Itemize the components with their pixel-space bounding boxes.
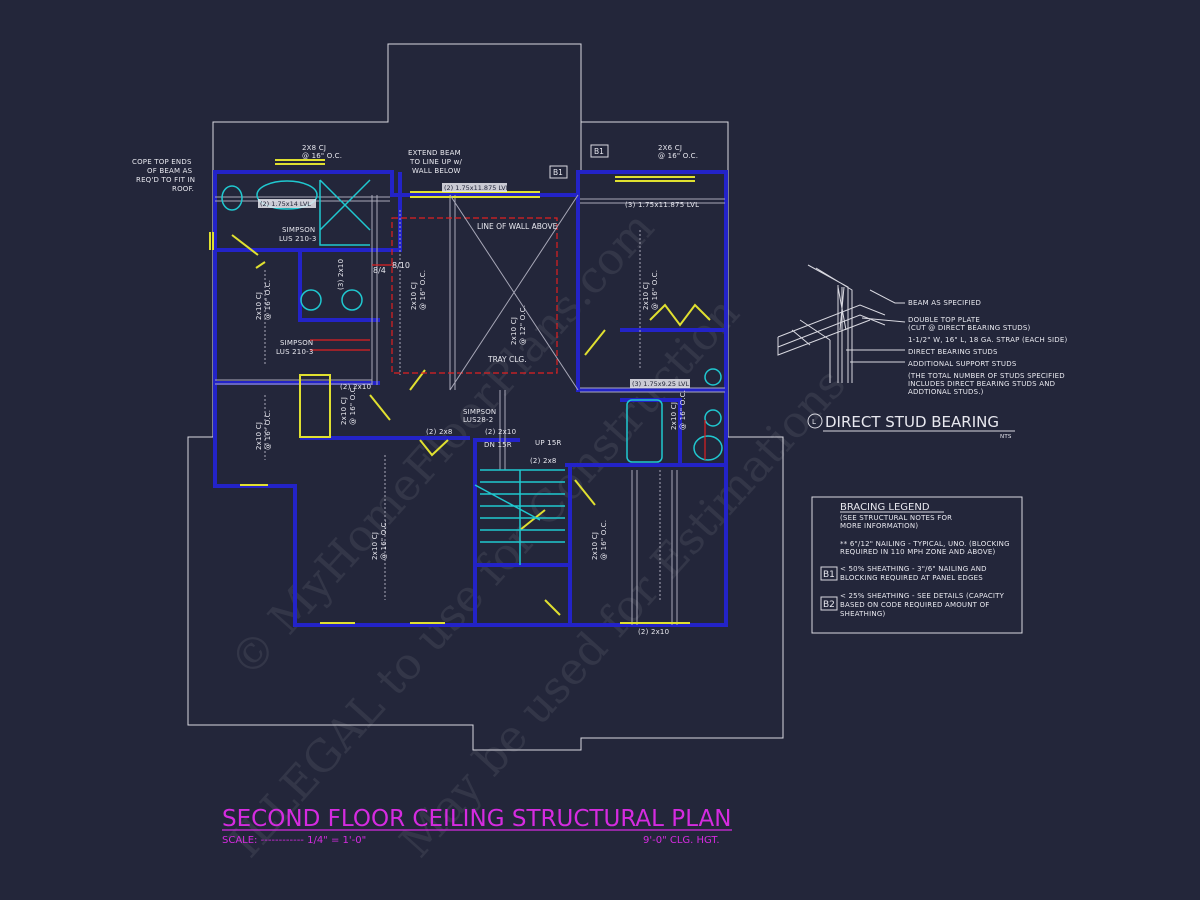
label-cj: @ 16" O.C. xyxy=(264,280,272,320)
bracing-tag-b1: B1 xyxy=(553,168,563,177)
label-lvl: (3) 1.75x11.875 LVL xyxy=(625,201,699,209)
label-cj: 2x10 CJ xyxy=(255,292,263,320)
label-stair-dn: DN 15R xyxy=(484,441,512,449)
legend-text: < 25% SHEATHING - SEE DETAILS (CAPACITY xyxy=(840,592,1005,600)
windows-doors xyxy=(209,159,711,624)
legend-text: (SEE STRUCTURAL NOTES FOR xyxy=(840,514,952,522)
label-cj: 2x10 CJ xyxy=(255,422,263,450)
label-cj: @ 16" O.C. xyxy=(419,270,427,310)
label-cj: @ 16" O.C. xyxy=(600,520,608,560)
red-hatch xyxy=(310,264,706,460)
bracing-legend: BRACING LEGEND (SEE STRUCTURAL NOTES FOR… xyxy=(811,496,1023,634)
ceiling-height: 9'-0" CLG. HGT. xyxy=(643,835,720,846)
label-lvl: (3) 1.75x9.25 LVL xyxy=(632,380,689,388)
label-header: (2) 2x10 xyxy=(638,628,669,636)
tray-ceiling-outline xyxy=(391,217,558,374)
detail-label: ADDITIONAL SUPPORT STUDS xyxy=(908,360,1017,368)
legend-text: BLOCKING REQUIRED AT PANEL EDGES xyxy=(840,574,983,582)
detail-label: INCLUDES DIRECT BEARING STUDS AND xyxy=(908,380,1055,388)
detail-isometric-drawing xyxy=(777,264,906,383)
label-header: (2) 2x8 xyxy=(530,457,557,465)
label-ratio: 8/4 xyxy=(373,266,386,275)
detail-title: DIRECT STUD BEARING xyxy=(825,413,999,431)
label-stair-up: UP 15R xyxy=(535,439,562,447)
label-cj: @ 16" O.C. xyxy=(658,152,698,160)
plan-scale: SCALE: ------------ 1/4" = 1'-0" xyxy=(222,835,366,846)
label-cj: 2x10 CJ xyxy=(340,397,348,425)
detail-label: DIRECT BEARING STUDS xyxy=(908,348,998,356)
label-cj: 2X6 CJ xyxy=(658,144,682,152)
label-cj: @ 16" O.C. xyxy=(302,152,342,160)
detail-label: BEAM AS SPECIFIED xyxy=(908,299,981,307)
roof-outline xyxy=(187,43,784,751)
note-cope: ROOF. xyxy=(172,185,194,193)
detail-label: 1-1/2" W, 16" L, 18 GA. STRAP (EACH SIDE… xyxy=(908,336,1067,344)
label-simpson: SIMPSON xyxy=(282,226,315,234)
detail-nts: NTS xyxy=(1000,434,1012,440)
label-cj: 2x10 CJ xyxy=(510,317,518,345)
label-header: (2) 2x10 xyxy=(485,428,516,436)
note-cope: OF BEAM AS xyxy=(147,167,193,175)
joist-arrows xyxy=(264,210,661,600)
plan-title-block: SECOND FLOOR CEILING STRUCTURAL PLAN SCA… xyxy=(222,806,732,846)
label-header: (2) 2x10 xyxy=(340,383,371,391)
plan-title: SECOND FLOOR CEILING STRUCTURAL PLAN xyxy=(222,806,732,832)
label-cj: @ 12" O.C. xyxy=(519,305,527,345)
legend-b2-tag: B2 xyxy=(823,600,835,610)
fixtures xyxy=(221,179,723,565)
label-cj: 2x10 CJ xyxy=(410,282,418,310)
legend-b1-tag: B1 xyxy=(823,570,835,580)
note-extend-beam: TO LINE UP w/ xyxy=(409,158,463,166)
label-line-of-wall: LINE OF WALL ABOVE xyxy=(477,222,558,231)
plan-annotations: COPE TOP ENDS OF BEAM AS REQ'D TO FIT IN… xyxy=(132,144,699,636)
detail-label: (CUT @ DIRECT BEARING STUDS) xyxy=(908,324,1031,332)
label-simpson: SIMPSON xyxy=(280,339,313,347)
detail-label: (THE TOTAL NUMBER OF STUDS SPECIFIED xyxy=(908,372,1065,380)
legend-text: < 50% SHEATHING - 3"/6" NAILING AND xyxy=(840,565,987,573)
label-simpson: LUS 210-3 xyxy=(276,348,313,356)
legend-text: ** 6"/12" NAILING - TYPICAL, UNO. (BLOCK… xyxy=(840,540,1010,548)
note-extend-beam: EXTEND BEAM xyxy=(408,149,461,157)
detail-callout: L xyxy=(812,418,816,426)
label-cj: @ 16" O.C. xyxy=(264,410,272,450)
label-simpson: LUS 210-3 xyxy=(279,235,316,243)
note-extend-beam: WALL BELOW xyxy=(412,167,461,175)
detail-label: DOUBLE TOP PLATE xyxy=(908,316,980,324)
bracing-tag-b1: B1 xyxy=(594,147,604,156)
note-cope: COPE TOP ENDS xyxy=(132,158,192,166)
label-cj: @ 16" O.C. xyxy=(349,385,357,425)
legend-text: MORE INFORMATION) xyxy=(840,522,918,530)
label-lvl: (2) 1.75x14 LVL xyxy=(260,200,311,208)
label-cj: @ 16" O.C. xyxy=(651,270,659,310)
tray-ceiling-x xyxy=(449,194,579,391)
label-header: (2) 2x8 xyxy=(426,428,453,436)
watermark: © MyHomeFloorPlans.com ILLEGAL to use fo… xyxy=(220,202,855,867)
label-cj: 2x10 CJ xyxy=(371,532,379,560)
joist-labels: 2x10 CJ @ 16" O.C. 2x10 CJ @ 12" O.C. 2x… xyxy=(255,270,687,560)
label-cj: 2x10 CJ xyxy=(591,532,599,560)
label-cj: 2x10 CJ xyxy=(670,402,678,430)
label-simpson: LUS28-2 xyxy=(463,416,493,424)
label-ratio: 8/10 xyxy=(392,261,410,270)
detail-label: ADDTIONAL STUDS.) xyxy=(908,388,984,396)
label-tray: TRAY CLG. xyxy=(487,355,527,364)
label-cj: 2x10 CJ xyxy=(642,282,650,310)
label-cj: 2X8 CJ xyxy=(302,144,326,152)
legend-title: BRACING LEGEND xyxy=(840,502,930,513)
note-cope: REQ'D TO FIT IN xyxy=(136,176,195,184)
direct-stud-bearing-detail: BEAM AS SPECIFIED DOUBLE TOP PLATE (CUT … xyxy=(777,264,1067,440)
label-header: (3) 2x10 xyxy=(337,259,345,290)
legend-text: REQUIRED IN 110 MPH ZONE AND ABOVE) xyxy=(840,548,995,556)
legend-text: SHEATHING) xyxy=(840,610,885,618)
label-cj: @ 16" O.C. xyxy=(380,520,388,560)
label-lvl: (2) 1.75x11.875 LVL xyxy=(444,184,510,192)
label-simpson: SIMPSON xyxy=(463,408,496,416)
legend-text: BASED ON CODE REQUIRED AMOUNT OF xyxy=(840,601,990,609)
label-cj: @ 16" O.C. xyxy=(679,390,687,430)
